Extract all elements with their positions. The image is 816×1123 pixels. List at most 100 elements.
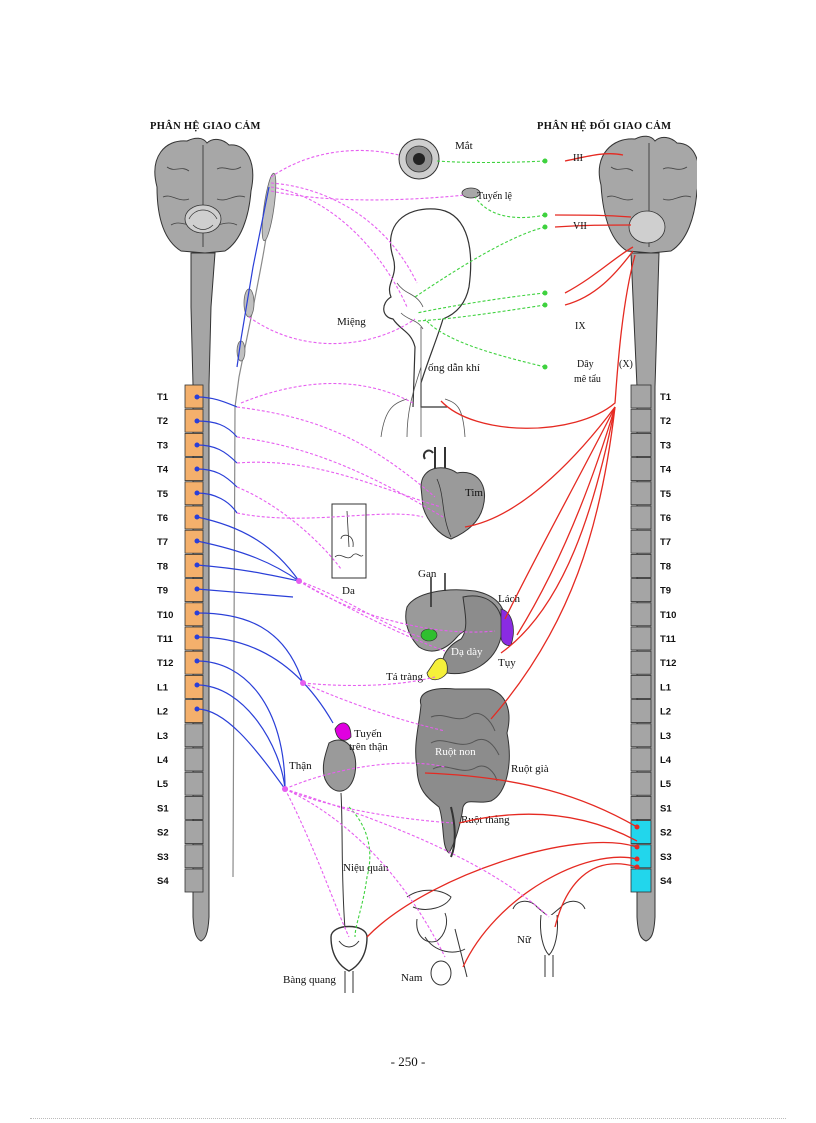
left-segment-label-s4: S4 [157, 876, 169, 887]
right-segment-t5 [630, 481, 652, 506]
right-segment-label-t9: T9 [660, 586, 671, 597]
label-mieng: Miệng [337, 316, 366, 328]
right-segment-s2 [630, 820, 652, 844]
left-brain [154, 137, 254, 254]
left-segment-t8 [184, 553, 204, 578]
right-segment-label-l1: L1 [660, 682, 672, 693]
left-segment-label-s2: S2 [157, 828, 169, 839]
label-tuyen-le: Tuyến lệ [477, 191, 512, 202]
label-ta-trang: Tá tràng [386, 671, 423, 683]
vagus-label-1: Dây [577, 359, 594, 370]
right-segment-label-t6: T6 [660, 513, 671, 524]
right-segment-t9 [630, 578, 652, 603]
autonomic-nervous-system-figure: PHÂN HỆ GIAO CẢM PHÂN HỆ ĐỐI GIAO CẢM T1… [145, 107, 697, 1010]
right-segment-t8 [630, 553, 652, 578]
nerve-pathways [194, 149, 640, 968]
left-segment-t11 [184, 626, 204, 651]
right-segment-t2 [630, 408, 652, 433]
left-segment-blocks [184, 384, 204, 893]
head-outline [380, 208, 472, 438]
right-segment-label-t1: T1 [660, 392, 672, 403]
label-ong-dan-khi: ống dẫn khí [428, 362, 480, 374]
right-segment-label-l3: L3 [660, 731, 671, 742]
right-segment-t10 [630, 602, 652, 627]
left-segment-l3 [184, 723, 204, 748]
left-segment-s2 [184, 820, 204, 844]
label-gan: Gan [418, 568, 437, 580]
left-segment-label-l1: L1 [157, 682, 169, 693]
label-nieu-quan: Niệu quản [343, 862, 389, 874]
right-segment-t7 [630, 529, 652, 554]
intestines [415, 688, 510, 858]
left-segment-t12 [184, 650, 204, 675]
vagus-label-code: (X) [619, 359, 633, 370]
left-segment-s1 [184, 796, 204, 820]
label-nam: Nam [401, 972, 423, 984]
right-segment-label-s4: S4 [660, 876, 672, 887]
left-segment-label-t6: T6 [157, 513, 168, 524]
left-segment-l1 [184, 675, 204, 699]
right-segment-labels: T1T2T3T4T5T6T7T8T9T10T11T12L1L2L3L4L5S1S… [660, 392, 677, 887]
cranial-nerve-vii: VII [573, 221, 587, 232]
left-segment-label-t2: T2 [157, 416, 168, 427]
right-segment-label-t4: T4 [660, 465, 672, 476]
right-segment-t4 [630, 457, 652, 482]
left-segment-label-t7: T7 [157, 537, 168, 548]
vagus-label-2: mê tẩu [574, 374, 601, 385]
label-da-day: Dạ dày [451, 646, 483, 658]
label-ruot-thang: Ruột thẳng [461, 814, 510, 826]
right-segment-l4 [630, 747, 652, 772]
left-segment-t9 [184, 578, 204, 603]
label-bang-quang: Bàng quang [283, 974, 336, 986]
label-ruot-gia: Ruột già [511, 763, 549, 775]
left-segment-label-l4: L4 [157, 755, 169, 766]
label-tuyen-tren-than-2: trên thận [349, 741, 388, 753]
left-segment-l4 [184, 747, 204, 772]
left-segment-label-t1: T1 [157, 392, 169, 403]
label-mat: Mắt [455, 140, 473, 152]
left-segment-t10 [184, 602, 204, 627]
right-segment-label-l5: L5 [660, 779, 672, 790]
right-segment-label-l2: L2 [660, 707, 671, 718]
page-number: - 250 - [390, 1054, 426, 1069]
abdominal-organs [405, 573, 514, 681]
right-segment-blocks [630, 384, 652, 893]
left-segment-label-l2: L2 [157, 707, 168, 718]
left-segment-label-t5: T5 [157, 489, 169, 500]
label-lach: Lách [498, 593, 520, 605]
right-segment-l2 [630, 699, 652, 723]
label-tuy: Tụy [498, 657, 516, 669]
right-segment-t1 [630, 384, 652, 409]
label-tuyen-tren-than-1: Tuyến [354, 728, 382, 740]
skin-inset [331, 503, 367, 579]
left-segment-label-s1: S1 [157, 803, 169, 814]
left-segment-t1 [184, 384, 204, 409]
label-than: Thận [289, 760, 312, 772]
right-segment-label-l4: L4 [660, 755, 672, 766]
left-segment-t6 [184, 505, 204, 530]
label-tim: Tim [465, 487, 483, 499]
left-segment-l2 [184, 699, 204, 723]
heart [420, 447, 485, 540]
left-segment-label-t11: T11 [157, 634, 174, 645]
right-segment-t12 [630, 650, 652, 675]
cranial-nerve-ix: IX [575, 321, 586, 332]
right-segment-l1 [630, 675, 652, 699]
right-segment-label-s1: S1 [660, 803, 672, 814]
right-segment-label-s2: S2 [660, 828, 672, 839]
left-segment-label-t12: T12 [157, 658, 173, 669]
lacrimal-gland [461, 187, 481, 199]
left-segment-label-t8: T8 [157, 561, 168, 572]
right-segment-l3 [630, 723, 652, 748]
left-segment-s4 [184, 868, 204, 893]
left-segment-l5 [184, 771, 204, 796]
bottom-rule [30, 1118, 786, 1119]
left-segment-s3 [184, 844, 204, 869]
male-reproductive [406, 889, 468, 986]
right-segment-label-t11: T11 [660, 634, 677, 645]
sympathetic-trunk [232, 172, 277, 878]
right-segment-t11 [630, 626, 652, 651]
left-segment-label-t4: T4 [157, 465, 169, 476]
kidney-adrenal [322, 722, 357, 930]
left-segment-label-t3: T3 [157, 440, 168, 451]
